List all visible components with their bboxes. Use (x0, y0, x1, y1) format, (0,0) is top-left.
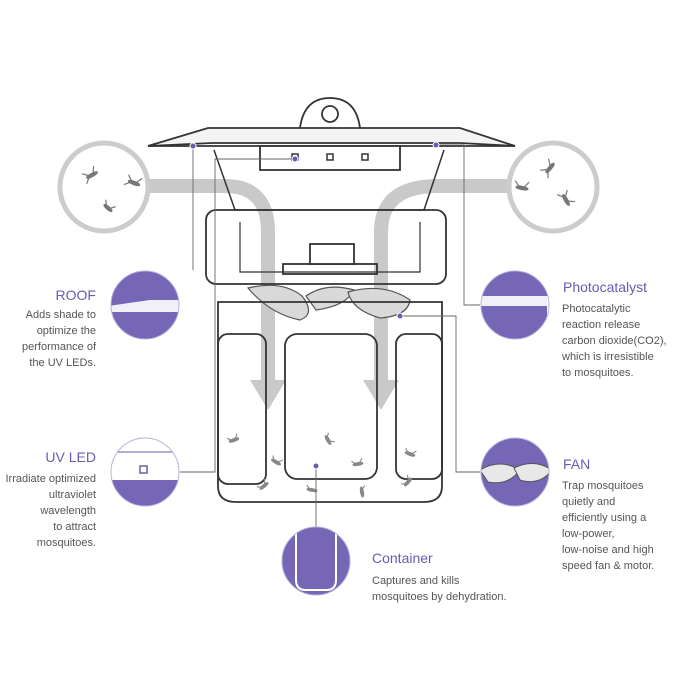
mosquito-icon (256, 478, 269, 490)
mosquito-icon (556, 189, 576, 206)
mosquito-icon (324, 432, 335, 445)
leader-lines (180, 144, 480, 528)
mosquito-icon (103, 199, 116, 213)
anchor-dot (189, 142, 197, 150)
leader-fan (400, 315, 480, 473)
airflow-right-arrowhead (363, 380, 399, 410)
mosquito-icon (123, 174, 143, 187)
callout-container-circle (281, 526, 351, 596)
callout-photocatalyst-circle (480, 270, 550, 340)
mosquito-icon (359, 485, 366, 498)
mosquito-icon (306, 484, 318, 493)
mosquito-icon (271, 455, 284, 466)
container-body (217, 301, 443, 503)
container-title: Container (372, 550, 433, 566)
anchor-dot (432, 141, 440, 149)
callout-fan-circle (480, 437, 550, 507)
photocatalyst-title: Photocatalyst (563, 279, 648, 295)
anchor-dot (396, 312, 404, 320)
callout-uv-led-circle (110, 437, 180, 507)
hook-hole (321, 105, 339, 123)
mosquito-circle-left (57, 140, 151, 234)
mosquito-icon (404, 447, 417, 457)
mosquito-icon (540, 158, 555, 179)
uv-led-description: Irradiate optimized ultraviolet waveleng… (5, 473, 97, 549)
leader-photocatalyst (436, 144, 480, 306)
uv-led (326, 153, 334, 161)
mosquito-icon (351, 457, 364, 467)
photocatalyst-description: Photocatalytic reaction release carbon d… (562, 303, 667, 379)
container-compartment-left (217, 333, 267, 485)
hanging-hook (299, 97, 361, 129)
roof-description: Adds shade to optimize the performance o… (22, 309, 96, 369)
mosquito-icon (514, 180, 530, 191)
mosquito-circle-right (506, 140, 600, 234)
leader-uv-led (180, 158, 295, 473)
container-compartment-right (395, 333, 443, 480)
uv-led (361, 153, 369, 161)
airflow-arrows (148, 179, 513, 385)
fan-description: Trap mosquitoes quietly and efficiently … (562, 480, 655, 572)
container-compartment-center (284, 333, 378, 480)
fan-title: FAN (563, 456, 591, 472)
airflow-right-path (374, 179, 513, 385)
trapped-mosquitoes (226, 432, 417, 498)
airflow-left-arrowhead (250, 380, 286, 410)
container-description: Captures and kills mosquitoes by dehydra… (372, 575, 507, 603)
fan-chamber (205, 209, 447, 285)
roof-title: ROOF (55, 287, 96, 303)
uv-led-title: UV LED (45, 449, 96, 465)
anchor-dot (312, 462, 320, 470)
anchor-dot (291, 155, 299, 163)
callout-roof-circle (110, 270, 180, 340)
mosquito-icon (81, 165, 98, 185)
mosquito-icon (401, 474, 412, 487)
roof-shape (147, 127, 516, 147)
mosquito-icon (226, 433, 240, 443)
trap-device (147, 97, 516, 503)
